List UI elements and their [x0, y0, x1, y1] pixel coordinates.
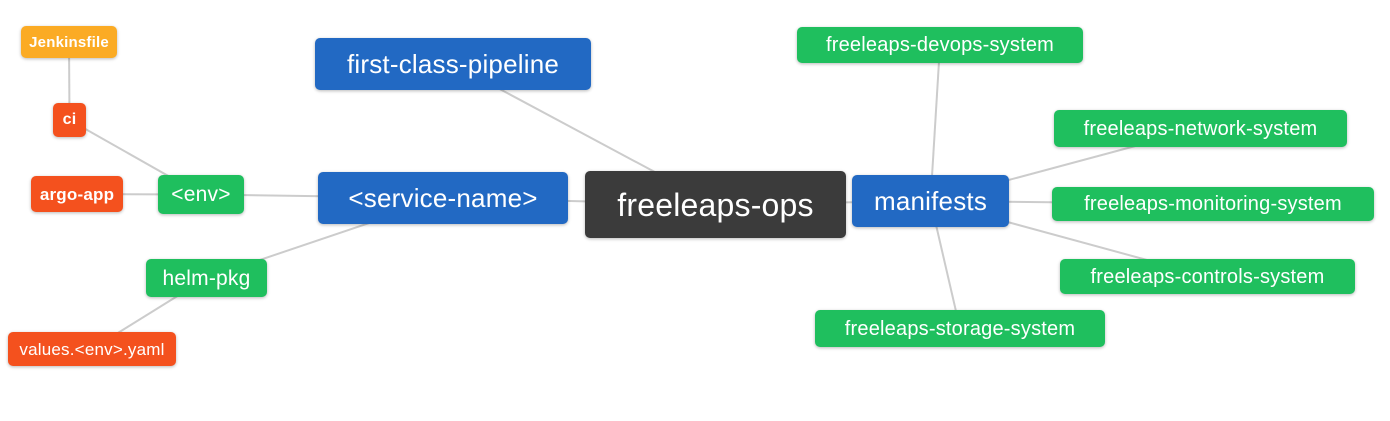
node-freeleaps-monitoring-system[interactable]: freeleaps-monitoring-system [1052, 187, 1374, 221]
node-freeleaps-devops-system[interactable]: freeleaps-devops-system [797, 27, 1083, 63]
node-first-class-pipeline[interactable]: first-class-pipeline [315, 38, 591, 90]
node-freeleaps-storage-system[interactable]: freeleaps-storage-system [815, 310, 1105, 347]
node-freeleaps-ops[interactable]: freeleaps-ops [585, 171, 846, 238]
node-argo-app[interactable]: argo-app [31, 176, 123, 212]
node-service-name[interactable]: <service-name> [318, 172, 568, 224]
node-manifests[interactable]: manifests [852, 175, 1009, 227]
node-env[interactable]: <env> [158, 175, 244, 214]
node-freeleaps-network-system[interactable]: freeleaps-network-system [1054, 110, 1347, 147]
node-jenkinsfile[interactable]: Jenkinsfile [21, 26, 117, 58]
node-values-env-yaml[interactable]: values.<env>.yaml [8, 332, 176, 366]
node-helm-pkg[interactable]: helm-pkg [146, 259, 267, 297]
node-freeleaps-controls-system[interactable]: freeleaps-controls-system [1060, 259, 1355, 294]
node-ci[interactable]: ci [53, 103, 86, 137]
